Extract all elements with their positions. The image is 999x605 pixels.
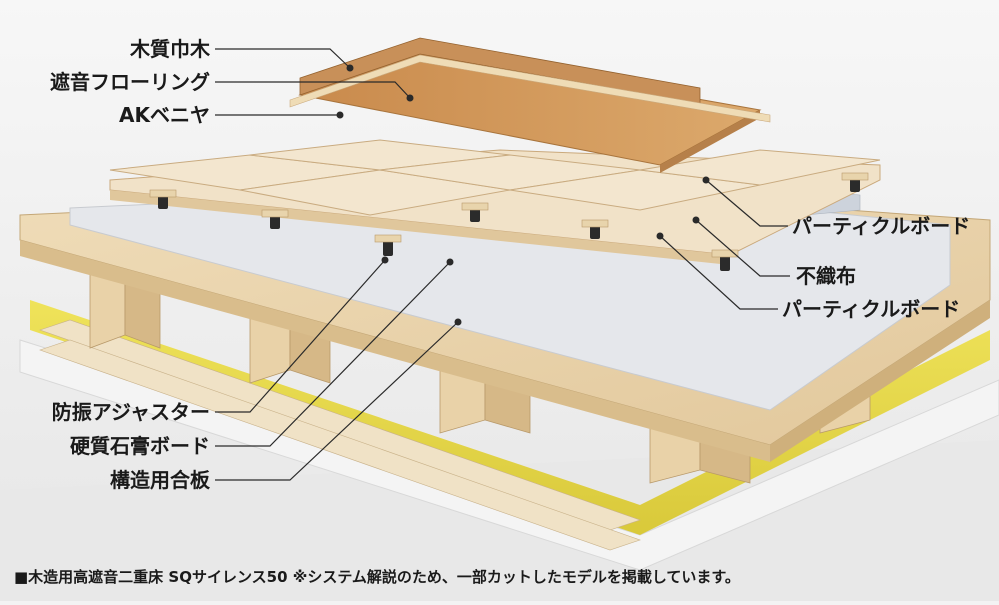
label-anti-vibration-adjuster: 防振アジャスター: [51, 400, 210, 424]
leader-soundproof-flooring-dot: [406, 94, 414, 102]
label-soundproof-flooring: 遮音フローリング: [50, 70, 210, 94]
leader-wooden-baseboard: [215, 48, 351, 69]
structural-plywood-edge: [20, 240, 770, 462]
label-ak-plywood: AKベニヤ: [119, 103, 210, 127]
leader-particle-board-upper: [705, 179, 788, 227]
leader-hard-gypsum-board: [215, 261, 451, 447]
leader-particle-board-lower-dot: [656, 232, 664, 240]
leader-nonwoven-fabric: [695, 219, 790, 277]
leader-anti-vibration-adjuster-dot: [381, 256, 389, 264]
anti-vibration-adjusters: [158, 178, 860, 271]
ak-plywood: [289, 54, 771, 123]
leader-ak-plywood-dot: [336, 111, 344, 119]
leader-structural-plywood-dot: [454, 318, 462, 326]
label-particle-board-lower: パーティクルボード: [782, 297, 961, 321]
leader-hard-gypsum-board-dot: [446, 258, 454, 266]
label-nonwoven-fabric: 不織布: [796, 264, 856, 288]
ceiling-battens: [39, 319, 641, 551]
leader-particle-board-lower: [659, 235, 778, 310]
particle-board-tiles: [109, 139, 881, 216]
leader-anti-vibration-adjuster: [215, 259, 386, 413]
leader-wooden-baseboard-dot: [346, 64, 354, 72]
label-hard-gypsum-board: 硬質石膏ボード: [70, 434, 210, 458]
leader-soundproof-flooring: [215, 81, 411, 99]
leader-lines: [215, 48, 790, 481]
leader-structural-plywood: [215, 321, 459, 481]
leader-nonwoven-fabric-dot: [692, 216, 700, 224]
label-wooden-baseboard: 木質巾木: [130, 37, 210, 61]
leader-particle-board-upper-dot: [702, 176, 710, 184]
label-particle-board-upper: パーティクルボード: [792, 214, 971, 238]
label-structural-plywood: 構造用合板: [110, 468, 210, 492]
figure-caption: ■木造用高遮音二重床 SQサイレンス50 ※システム解説のため、一部カットしたモ…: [14, 568, 740, 586]
